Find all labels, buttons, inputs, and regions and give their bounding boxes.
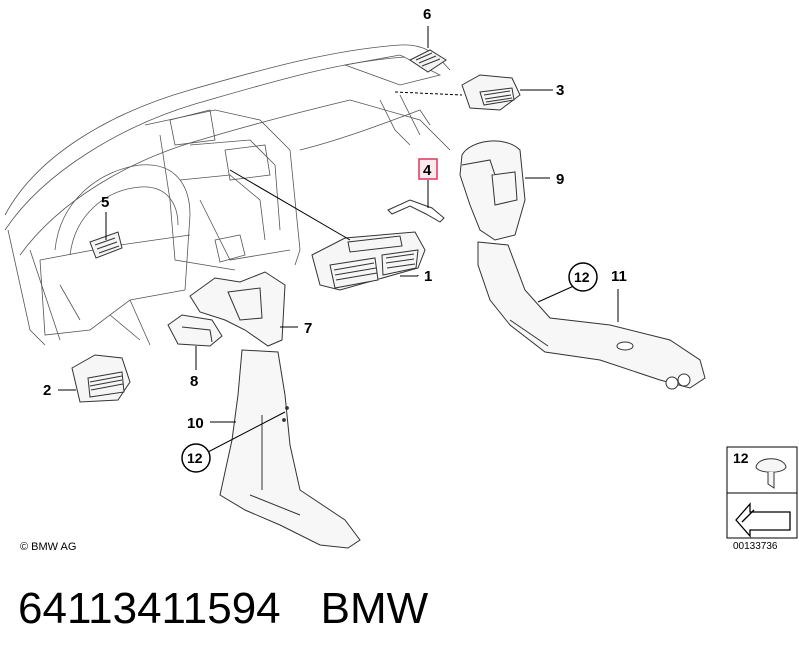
callout-9: 9	[556, 171, 564, 188]
callout-4: 4	[423, 162, 432, 179]
part-1-center-vent	[311, 231, 426, 291]
callout-5: 5	[101, 194, 109, 211]
callout-2: 2	[43, 382, 51, 399]
callout-12-lower: 12	[187, 450, 203, 466]
part-8-clip	[167, 314, 223, 347]
callout-12-circle-upper	[568, 262, 598, 292]
part-10-duct	[219, 349, 361, 549]
copyright-notice: © BMW AG	[20, 541, 77, 553]
arrow-icon	[735, 502, 791, 538]
leader-lines	[58, 26, 619, 453]
dashboard-outline	[4, 44, 451, 346]
legend-label: 12	[733, 450, 749, 466]
parts-diagram: 6 3 4 9 5 1 11 7 8 2 10 12 12 12	[4, 6, 798, 549]
part-footer: 64113411594 BMW	[18, 584, 428, 634]
callout-11: 11	[611, 268, 627, 285]
callout-4-highlight-box	[418, 158, 438, 180]
callout-1: 1	[424, 268, 432, 285]
part-7-duct	[189, 271, 286, 347]
callout-10: 10	[187, 415, 204, 432]
part-3-vent	[461, 74, 521, 111]
part-11-duct	[477, 241, 706, 390]
callout-3: 3	[556, 82, 564, 99]
callout-8: 8	[190, 373, 198, 390]
brand-name: BMW	[320, 584, 429, 633]
part-number: 64113411594	[18, 584, 281, 633]
part-9-duct	[459, 140, 526, 241]
clip-fastener-icon	[755, 458, 787, 489]
part-2-vent	[71, 354, 131, 403]
legend-box: 12	[726, 446, 798, 539]
callout-6: 6	[423, 6, 431, 23]
part-6-grille	[409, 49, 447, 73]
part-4-bracket	[387, 199, 445, 223]
reference-code: 00133736	[733, 541, 778, 552]
callout-12-upper: 12	[574, 269, 590, 285]
callout-12-circle-lower	[181, 443, 211, 473]
part-5-vent	[89, 231, 123, 259]
callout-7: 7	[304, 320, 312, 337]
